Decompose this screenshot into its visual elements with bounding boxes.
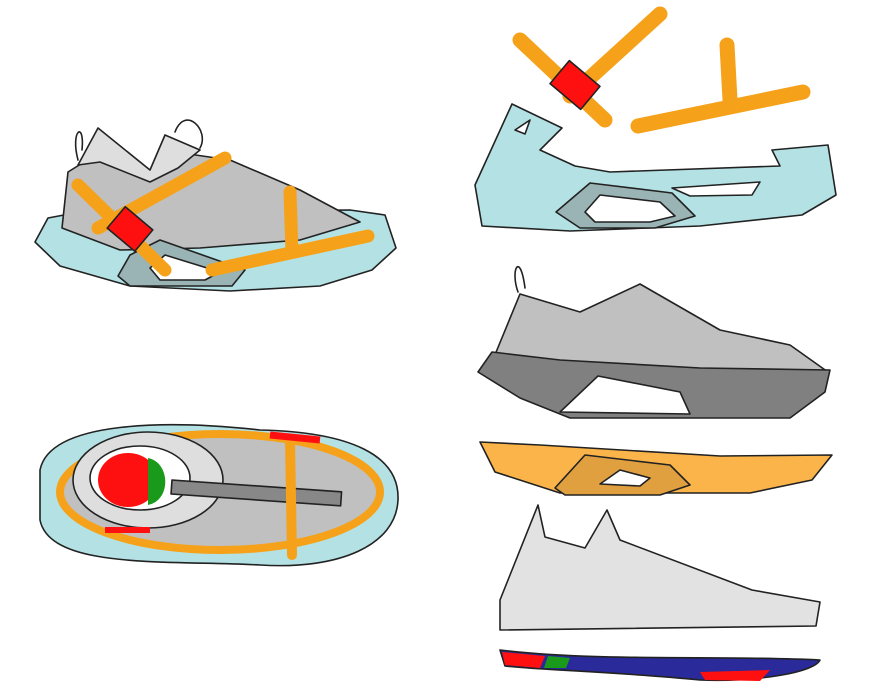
exploded-white-upper [499, 504, 821, 631]
shoe-top-view [39, 423, 399, 567]
exploded-grey-shoe [477, 265, 831, 419]
lace-strip [170, 479, 343, 507]
red-accent [269, 431, 321, 444]
strap [285, 435, 297, 560]
pull-loop [174, 119, 203, 149]
exploded-sole-frame [474, 103, 837, 232]
assembled-shoe-side-view [34, 119, 397, 292]
midsole-window [559, 375, 691, 415]
exploded-outsole [499, 649, 821, 682]
exploded-footbed [479, 441, 833, 496]
green-pad [148, 458, 166, 505]
midsole [477, 351, 831, 419]
collar [77, 127, 201, 183]
lock-block [106, 205, 154, 253]
lock-block [549, 59, 601, 111]
pull-loop [74, 131, 84, 161]
heel-red-pad [98, 453, 158, 507]
